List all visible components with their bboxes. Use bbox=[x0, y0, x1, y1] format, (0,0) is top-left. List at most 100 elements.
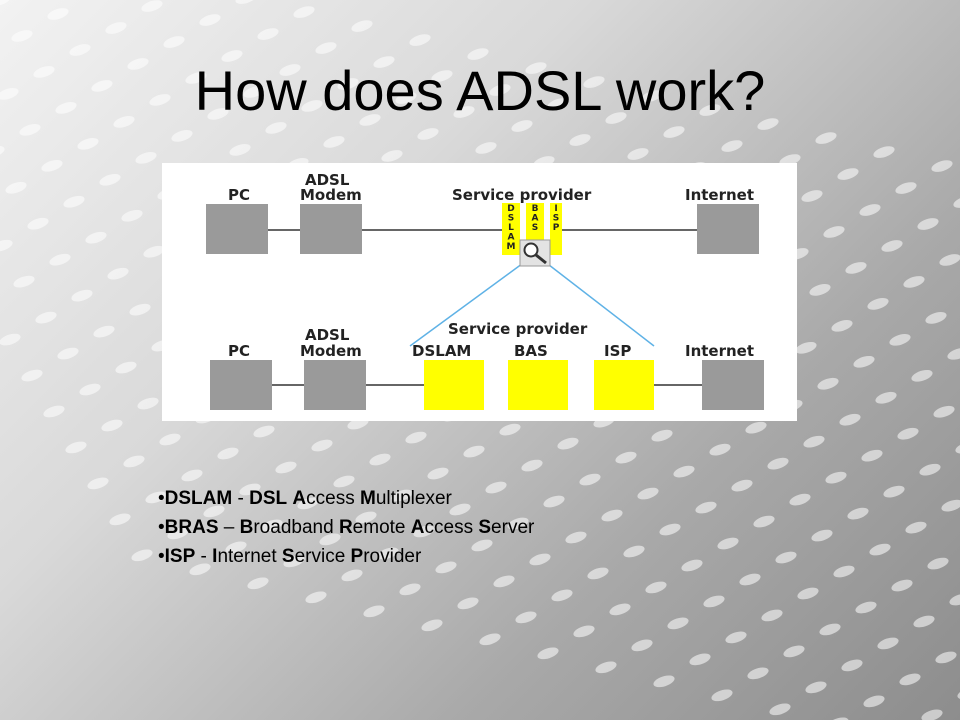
stacked-letter: D bbox=[507, 204, 514, 214]
definition-text: R bbox=[338, 517, 353, 538]
background-dot bbox=[847, 507, 869, 520]
background-dot bbox=[587, 567, 609, 580]
background-dot bbox=[891, 579, 913, 592]
background-dot bbox=[609, 603, 631, 616]
background-dot bbox=[55, 102, 77, 114]
definition-text: erver bbox=[491, 517, 535, 538]
background-dot bbox=[85, 231, 107, 244]
top-internet-label: Internet bbox=[685, 186, 754, 204]
background-dot bbox=[315, 42, 337, 54]
background-dot bbox=[293, 6, 315, 18]
background-dot bbox=[853, 355, 875, 368]
background-dot bbox=[305, 591, 327, 604]
background-dot bbox=[573, 625, 595, 638]
background-dot bbox=[93, 325, 115, 338]
background-dot bbox=[57, 347, 79, 360]
background-dot bbox=[895, 182, 917, 194]
background-dot bbox=[837, 168, 859, 180]
background-dot bbox=[47, 8, 69, 20]
top-internet-box bbox=[697, 204, 759, 254]
top-modem-label-1: ADSL bbox=[305, 171, 350, 189]
bottom-isp-box bbox=[594, 360, 654, 410]
background-dot bbox=[819, 623, 841, 636]
definition-text: rovider bbox=[363, 546, 422, 567]
background-dot bbox=[131, 549, 153, 562]
background-dot bbox=[565, 531, 587, 544]
top-dslam-box bbox=[502, 203, 520, 255]
background-dot bbox=[711, 689, 733, 702]
background-dot bbox=[789, 493, 811, 506]
background-dot bbox=[839, 413, 861, 426]
background-dot bbox=[217, 447, 239, 460]
background-dot bbox=[623, 545, 645, 558]
background-dot bbox=[875, 391, 897, 404]
background-dot bbox=[595, 661, 617, 674]
background-dot bbox=[769, 703, 791, 716]
background-dot bbox=[709, 443, 731, 456]
background-dot bbox=[667, 617, 689, 630]
background-dot bbox=[0, 145, 5, 158]
background-dot bbox=[779, 154, 801, 166]
background-dot bbox=[881, 240, 903, 252]
background-dot bbox=[949, 593, 960, 606]
background-dot bbox=[783, 645, 805, 658]
background-dot bbox=[109, 513, 131, 526]
background-dot bbox=[105, 22, 127, 34]
background-dot bbox=[115, 361, 137, 374]
definition-text: ccess bbox=[306, 488, 360, 509]
background-dot bbox=[747, 667, 769, 680]
background-dot bbox=[63, 195, 85, 208]
background-dot bbox=[933, 405, 955, 418]
top-modem-box bbox=[300, 204, 362, 254]
background-dot bbox=[601, 509, 623, 522]
background-dot bbox=[33, 66, 55, 78]
background-dot bbox=[137, 397, 159, 410]
background-dot bbox=[811, 529, 833, 542]
background-dot bbox=[883, 485, 905, 498]
background-dot bbox=[899, 673, 921, 686]
stacked-letter: L bbox=[508, 223, 514, 233]
background-dot bbox=[797, 587, 819, 600]
background-dot bbox=[135, 151, 157, 164]
background-dot bbox=[257, 28, 279, 40]
background-dot bbox=[663, 126, 685, 138]
background-dot bbox=[889, 333, 911, 346]
background-dot bbox=[149, 94, 171, 106]
background-dot bbox=[181, 469, 203, 482]
top-pc-label: PC bbox=[228, 186, 250, 204]
bottom-pc-label: PC bbox=[228, 342, 250, 360]
background-dot bbox=[399, 583, 421, 596]
background-dot bbox=[79, 383, 101, 396]
background-dot bbox=[279, 64, 301, 76]
background-dot bbox=[745, 421, 767, 434]
stacked-letter: P bbox=[553, 223, 560, 233]
stacked-letter: I bbox=[554, 204, 557, 214]
background-dot bbox=[605, 112, 627, 124]
definitions-list: DSLAM - DSL Access MultiplexerBRAS – Bro… bbox=[158, 484, 535, 571]
background-dot bbox=[775, 551, 797, 564]
definition-text: – bbox=[218, 517, 240, 538]
background-dot bbox=[381, 150, 403, 162]
background-dot bbox=[129, 303, 151, 316]
background-dot bbox=[953, 196, 960, 208]
background-dot bbox=[409, 34, 431, 46]
background-dot bbox=[869, 543, 891, 556]
background-dot bbox=[253, 425, 275, 438]
background-dot bbox=[689, 653, 711, 666]
definition-text: DSLAM bbox=[164, 488, 233, 509]
background-dot bbox=[13, 275, 35, 288]
background-dot bbox=[243, 86, 265, 98]
definition-text: - bbox=[232, 488, 250, 509]
background-dot bbox=[41, 159, 63, 172]
background-dot bbox=[363, 605, 385, 618]
background-dot bbox=[809, 284, 831, 296]
background-dot bbox=[301, 100, 323, 112]
background-dot bbox=[833, 565, 855, 578]
background-dot bbox=[463, 445, 485, 458]
background-dot bbox=[795, 341, 817, 354]
background-dot bbox=[703, 595, 725, 608]
background-dot bbox=[717, 537, 739, 550]
stacked-letter: B bbox=[532, 204, 539, 214]
stacked-letter: A bbox=[532, 214, 539, 224]
background-dot bbox=[123, 455, 145, 468]
